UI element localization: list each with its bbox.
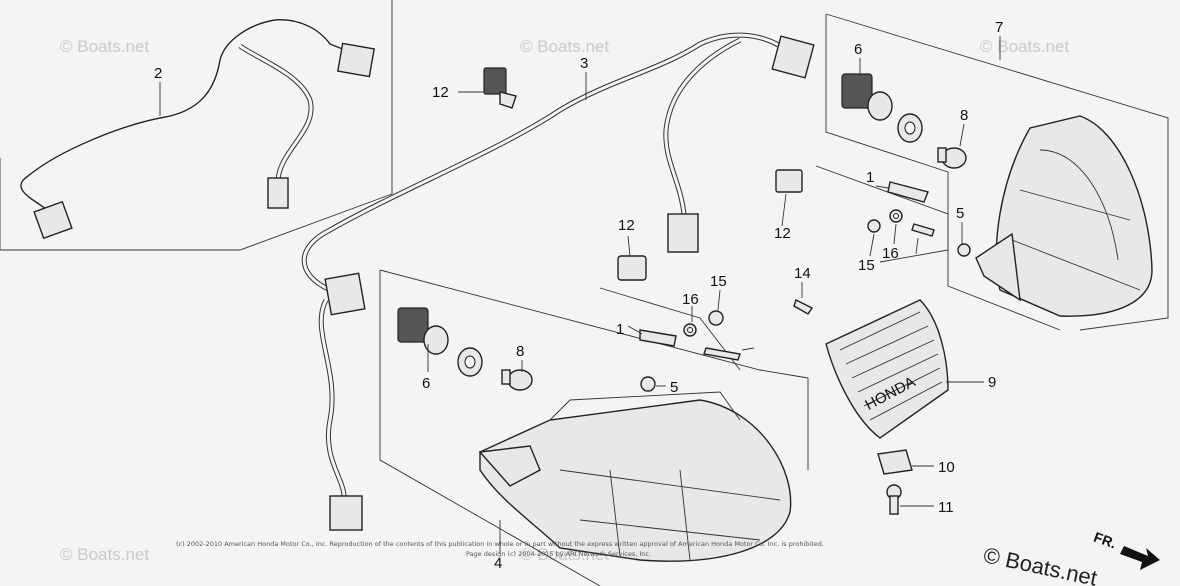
callout-15b: 16: [682, 291, 699, 308]
callout-7: 7: [995, 19, 1003, 36]
lamp-7-boundary-bottom: [947, 172, 1061, 331]
lamp-7-boundary-left: [825, 14, 949, 173]
watermark: © Boats.net: [980, 37, 1069, 56]
harness-3: [301, 32, 815, 531]
front-direction-arrow: FR.: [1092, 529, 1160, 570]
callout-6a: 6: [854, 41, 862, 58]
callout-6b: 6: [422, 375, 430, 392]
callout-9: 9: [988, 374, 996, 391]
callout-12c: 12: [618, 217, 635, 234]
arrow-icon: [1120, 546, 1160, 570]
lamp-7-boundary: [825, 13, 1169, 331]
watermark: © Boats.net: [60, 545, 149, 564]
callout-8a: 8: [960, 107, 968, 124]
callout-12b: 12: [774, 225, 791, 242]
callout-5b: 5: [670, 379, 678, 396]
small-parts: [397, 67, 971, 515]
direction-label: FR.: [1092, 529, 1119, 552]
callout-12a: 12: [432, 84, 449, 101]
socket-6-right: [841, 73, 873, 109]
callout-15a: 16: [882, 245, 899, 262]
watermark-layer: © Boats.net © Boats.net © Boats.net © Bo…: [60, 37, 1069, 564]
callout-1a: 1: [866, 169, 874, 186]
watermark: © Boats.net: [520, 37, 609, 56]
copyright-line-2: Page design (c) 2004-2015 by ARI Network…: [466, 550, 651, 558]
callout-8b: 8: [516, 343, 524, 360]
bracket-right-outline: [815, 165, 949, 263]
callout-numbers: 2 3 12 6 7 8 5 1 12 15 16 14 12 15 16 1 …: [154, 19, 1003, 572]
callout-4: 4: [494, 555, 502, 572]
callout-3: 3: [580, 55, 588, 72]
leader-lines: [159, 36, 1001, 554]
lamp-4-boundary-top: [379, 269, 809, 379]
callout-1b: 1: [616, 321, 624, 338]
callout-13: 14: [794, 265, 811, 282]
callout-14a: 15: [858, 257, 875, 274]
brand-watermark: © Boats.net: [981, 542, 1099, 586]
copyright-line-1: (c) 2002-2010 American Honda Motor Co., …: [176, 540, 824, 548]
watermark: © Boats.net: [60, 37, 149, 56]
reflector-plate: HONDA: [825, 299, 949, 439]
callout-14b: 15: [710, 273, 727, 290]
lamp-4-boundary-left: [379, 270, 601, 586]
callout-2: 2: [154, 65, 162, 82]
tail-lamp-left: [478, 391, 792, 562]
socket-6-left: [397, 307, 429, 343]
callout-11: 11: [938, 499, 954, 516]
harness-2: [20, 19, 375, 240]
callout-10: 10: [938, 459, 955, 476]
harness-2-boundary: [0, 0, 393, 251]
tail-lamp-right: [975, 115, 1153, 317]
callout-5a: 5: [956, 205, 964, 222]
